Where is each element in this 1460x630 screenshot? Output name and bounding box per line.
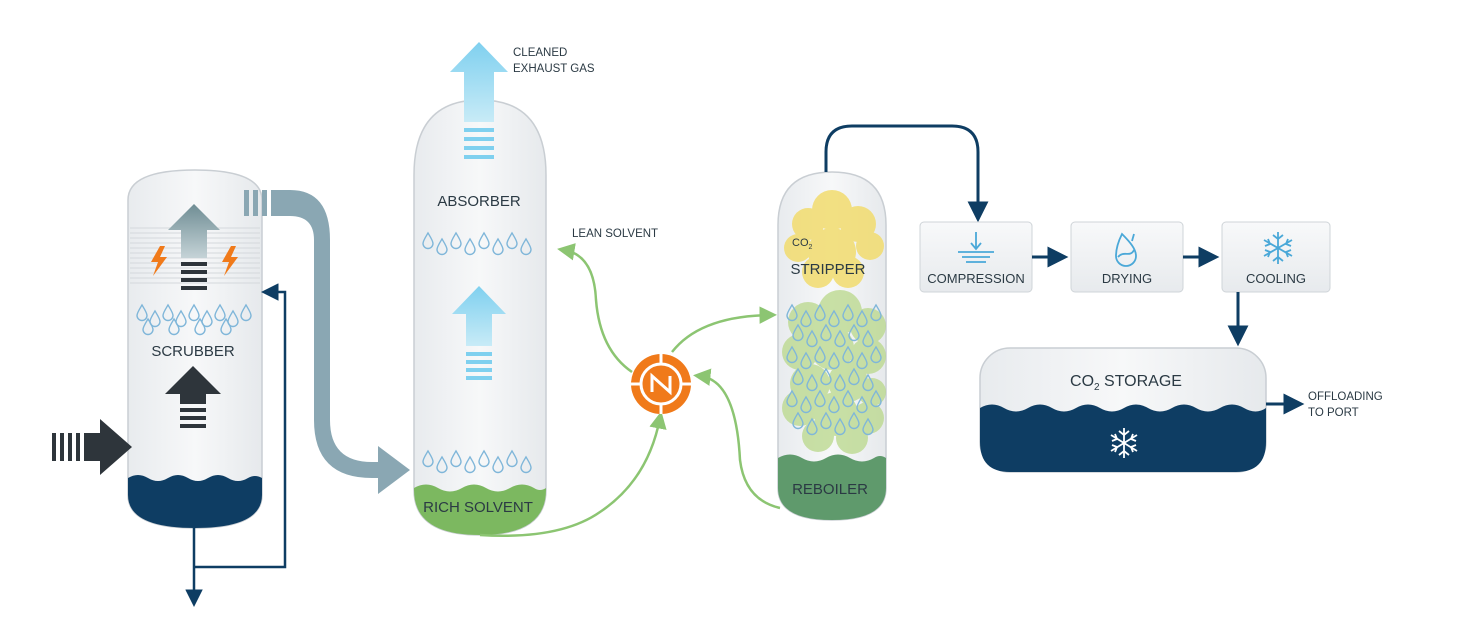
co2-storage-label-subscript: 2 [1094,382,1100,393]
heat-exchanger-icon [631,354,691,414]
lightning-icon [151,246,167,276]
scrubber-label: SCRUBBER [151,343,235,360]
reboiler-label: REBOILER [792,481,868,498]
snowflake-icon [1263,232,1293,264]
absorber-gas-arrow [452,286,506,380]
offloading-label-line1: OFFLOADING [1308,391,1383,403]
absorber-label: ABSORBER [437,193,521,210]
co2-gas-cloud [784,190,884,288]
lean-solvent-label: LEAN SOLVENT [572,228,658,240]
co2-label-subscript: 2 [809,244,813,251]
co2-storage-label-prefix: CO [1070,373,1094,390]
cleaned-exhaust-arrow [450,42,508,159]
solvent-lines [479,243,781,537]
compression-label: COMPRESSION [927,271,1025,286]
lightning-icon [222,246,238,276]
process-arrows [1032,246,1249,347]
offloading-label-line2: TO PORT [1308,407,1359,419]
co2-storage-label-suffix: STORAGE [1100,373,1182,390]
scrubber-gas-arrow-up [168,204,220,290]
drying-label: DRYING [1102,271,1152,286]
scrubber-inner-arrow [165,366,221,428]
drying-icon [1115,232,1137,267]
scrubber-recirculation-line [185,283,287,607]
stripper-vessel: CO2 STRIPPER REBOILER [777,171,887,521]
co2-label-text: CO [792,237,809,249]
co2-label: CO2 [792,237,813,251]
exhaust-inlet-arrow [52,419,132,475]
scrubber-vessel: SCRUBBER [127,169,263,529]
drying-box: DRYING [1070,221,1184,293]
cleaned-exhaust-label-line2: EXHAUST GAS [513,63,595,75]
cooling-box: COOLING [1221,221,1331,293]
compression-icon [958,232,994,263]
rich-solvent-label: RICH SOLVENT [423,499,533,516]
cooling-label: COOLING [1246,271,1306,286]
co2-storage-label: CO2 STORAGE [1070,373,1182,393]
compression-box: COMPRESSION [919,221,1033,293]
snowflake-icon [1110,428,1138,458]
stripper-label: STRIPPER [790,261,865,278]
stripper-to-compression-line [824,124,989,223]
absorber-vessel: ABSORBER RICH SOLVENT [413,99,547,536]
scrubber-to-absorber-pipe [244,190,410,494]
stripper-green-clouds [782,290,886,454]
co2-storage-tank: CO2 STORAGE [979,347,1267,473]
cleaned-exhaust-label-line1: CLEANED [513,47,567,59]
